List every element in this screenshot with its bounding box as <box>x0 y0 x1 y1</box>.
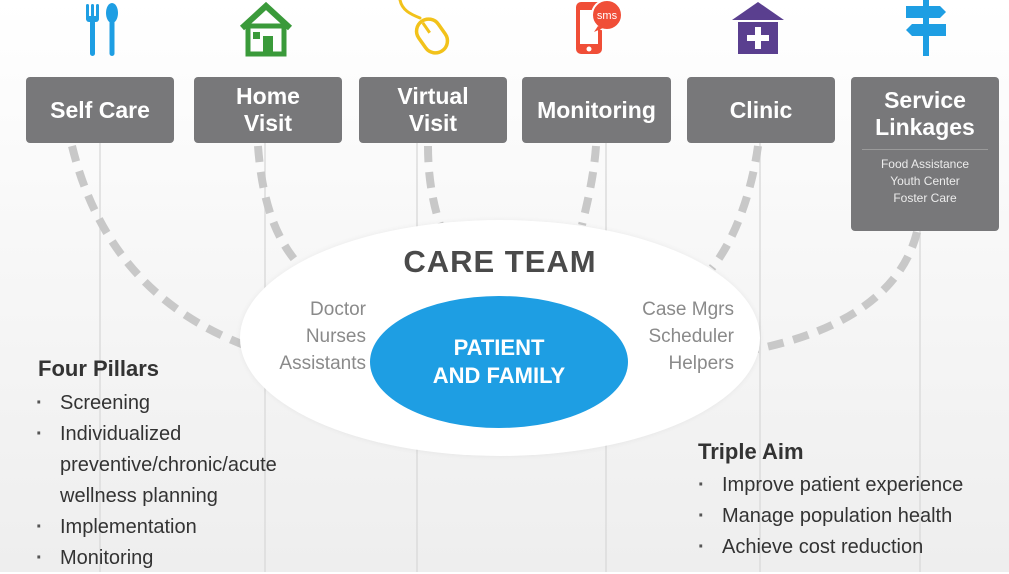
clinic-cross-icon <box>732 2 784 54</box>
fork-spoon-icon <box>86 3 118 56</box>
channel-home-visit: Home Visit <box>194 77 342 143</box>
channel-monitoring: Monitoring <box>522 77 671 143</box>
sms-phone-icon: sms <box>576 0 623 54</box>
list-item: Individualized preventive/chronic/acute … <box>36 419 316 512</box>
channel-label: Self Care <box>50 96 150 123</box>
connector-monitoring <box>578 145 600 226</box>
channel-service-linkages: Service Linkages Food Assistance Youth C… <box>851 77 999 231</box>
care-team-title: CARE TEAM <box>403 244 597 279</box>
channel-label: Home Visit <box>236 83 300 136</box>
house-icon <box>239 1 293 57</box>
sms-label: sms <box>597 10 618 22</box>
divider <box>862 149 988 150</box>
four-pillars-list: Screening Individualized preventive/chro… <box>36 388 316 574</box>
channel-virtual-visit: Virtual Visit <box>359 77 507 143</box>
sub-item: Youth Center <box>890 174 960 188</box>
channel-self-care: Self Care <box>26 77 174 143</box>
channel-label: Service Linkages <box>875 87 975 140</box>
sub-item: Foster Care <box>893 191 957 205</box>
connector-clinic <box>708 145 762 271</box>
signpost-icon <box>906 0 946 56</box>
triple-aim-heading: Triple Aim <box>698 439 804 464</box>
patient-label: PATIENT <box>453 335 545 360</box>
list-item: Improve patient experience <box>698 470 998 501</box>
connector-service-linkages <box>751 231 921 354</box>
sub-item: Food Assistance <box>880 157 970 171</box>
care-team-left-roles: Doctor Nurses Assistants <box>246 296 366 377</box>
four-pillars-heading: Four Pillars <box>38 356 160 381</box>
role-item: Assistants <box>279 353 366 374</box>
role-item: Nurses <box>305 326 366 347</box>
list-item: Screening <box>36 388 316 419</box>
role-item: Case Mgrs <box>642 299 734 320</box>
role-item: Doctor <box>310 299 366 320</box>
connector-virtual-visit <box>424 145 444 227</box>
list-item: Implementation <box>36 512 316 543</box>
channel-label: Monitoring <box>537 96 656 123</box>
computer-mouse-icon <box>398 0 450 55</box>
channel-label: Virtual Visit <box>397 83 469 136</box>
role-item: Scheduler <box>648 326 734 347</box>
family-label: AND FAMILY <box>432 363 566 388</box>
connector-home-visit <box>254 145 305 271</box>
role-item: Helpers <box>668 353 734 374</box>
channel-clinic: Clinic <box>687 77 835 143</box>
list-item: Monitoring <box>36 543 316 574</box>
channel-label: Clinic <box>729 96 793 123</box>
triple-aim-list: Improve patient experience Manage popula… <box>698 470 998 563</box>
care-team-right-roles: Case Mgrs Scheduler Helpers <box>626 296 734 377</box>
list-item: Achieve cost reduction <box>698 532 998 563</box>
patient-and-family: PATIENT AND FAMILY <box>370 296 628 428</box>
list-item: Manage population health <box>698 501 998 532</box>
